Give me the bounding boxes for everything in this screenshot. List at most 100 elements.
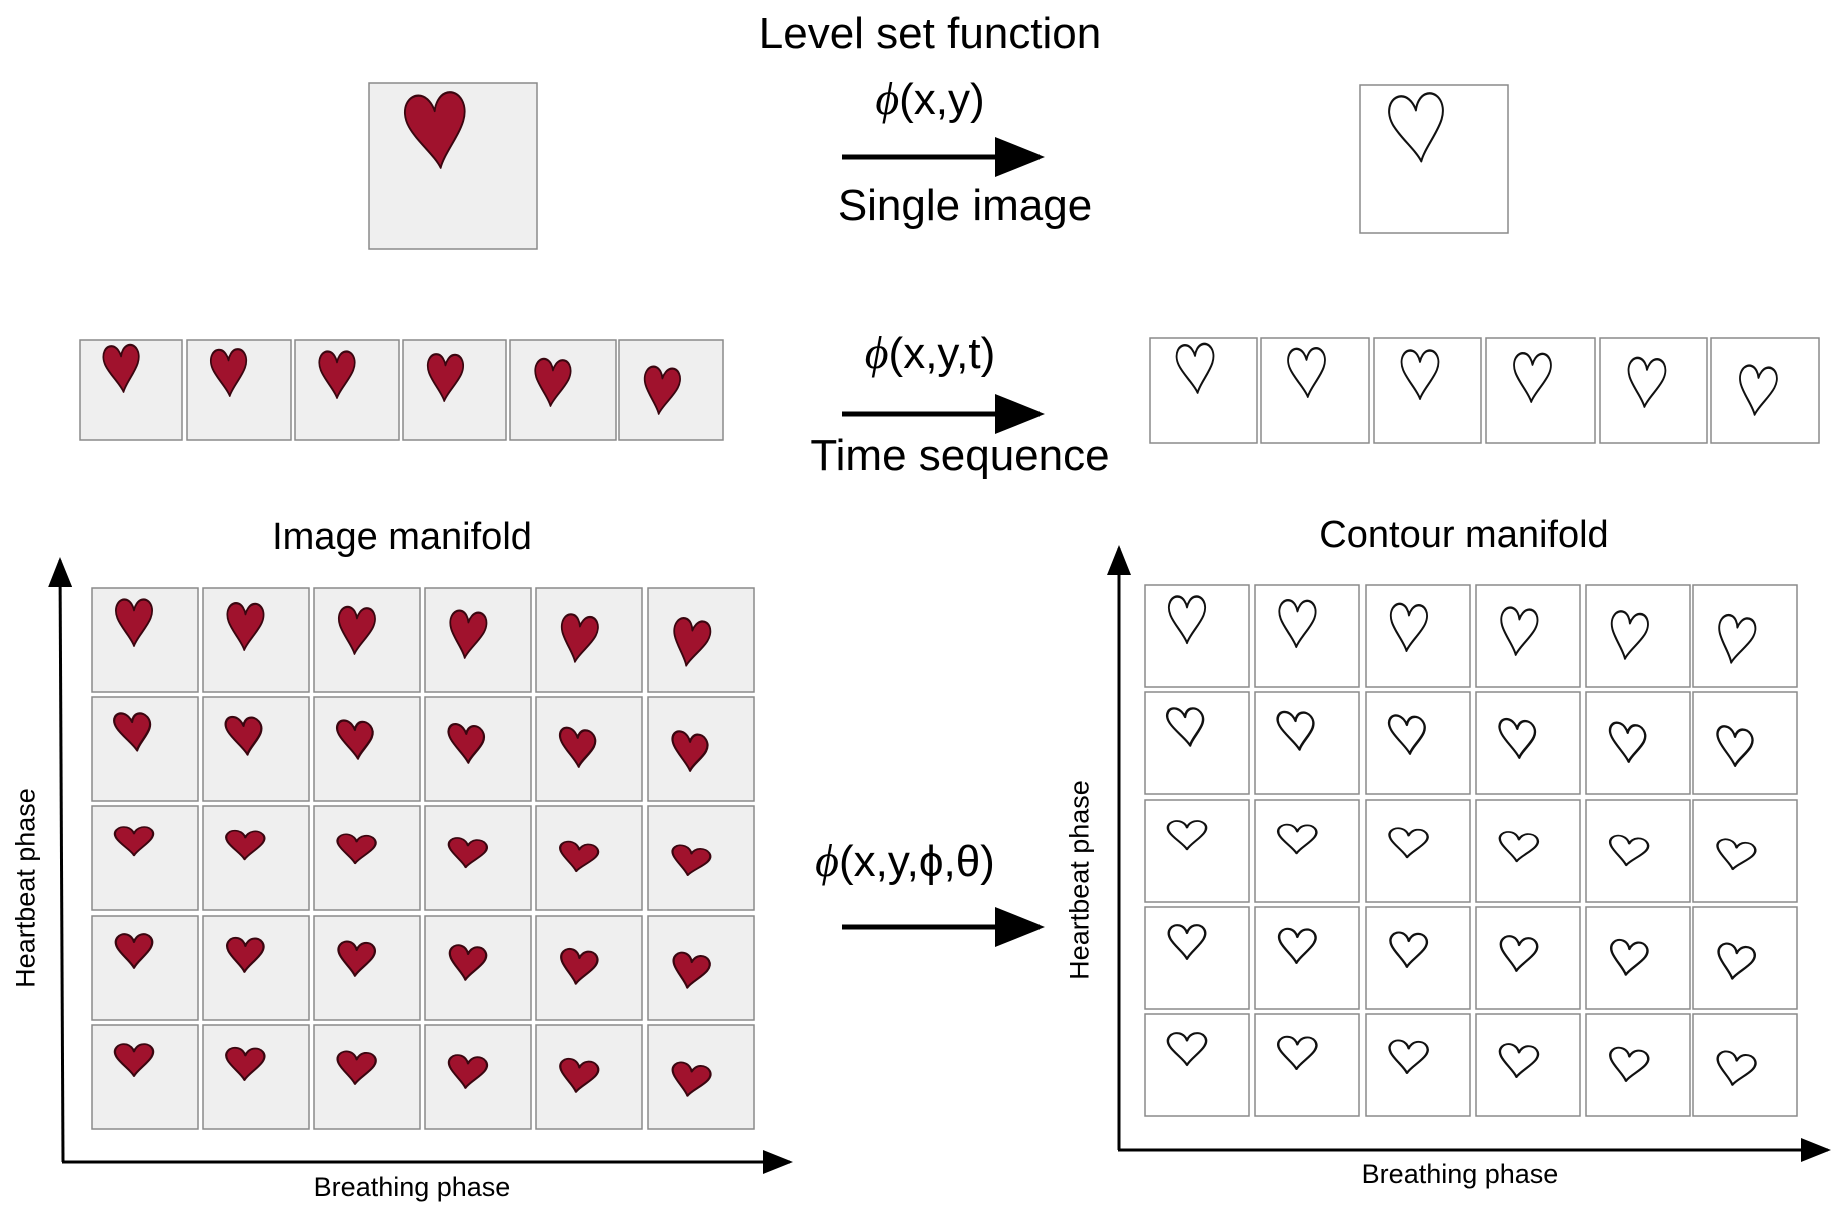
phi-symbol-time: ϕ — [864, 327, 889, 378]
time-image-tile — [402, 339, 507, 441]
tile-frame — [313, 696, 421, 802]
contour-manifold-cell — [1475, 799, 1581, 903]
tile-frame — [313, 587, 421, 693]
contour-manifold-cell — [1585, 799, 1691, 903]
tile-frame — [1254, 1013, 1360, 1117]
time-image-tile — [509, 339, 617, 441]
level-set-title: Level set function — [758, 9, 1102, 58]
time-image-tile — [618, 339, 724, 441]
image-manifold-cell — [535, 587, 643, 693]
single-image-label: Single image — [837, 181, 1093, 230]
tile-frame — [1365, 1013, 1471, 1117]
image-manifold-cell — [91, 587, 199, 693]
heart-filled-icon — [560, 947, 599, 985]
time-contour-tile — [1260, 337, 1370, 444]
heart-filled-icon — [113, 712, 152, 752]
time-formula-args: (x,y,t) — [888, 329, 996, 378]
tile-frame — [1475, 1013, 1581, 1117]
image-manifold-cell — [424, 587, 532, 693]
heart-filled-icon — [225, 829, 266, 861]
time-image-tile — [79, 339, 183, 441]
image-manifold-cell — [424, 805, 532, 911]
tile-frame — [1144, 799, 1250, 903]
heart-filled-icon — [426, 353, 465, 402]
heart-filled-icon — [672, 951, 711, 989]
contour-manifold-cell — [1692, 1013, 1798, 1117]
image-manifold-cell — [535, 696, 643, 802]
image-manifold-cell — [202, 587, 310, 693]
contour-manifold-cell — [1475, 584, 1581, 688]
time-contour-tile — [1485, 337, 1596, 444]
heart-outline-icon — [1608, 721, 1647, 763]
tile-frame — [1365, 906, 1471, 1010]
heart-outline-icon — [1716, 838, 1757, 871]
heart-outline-icon — [1609, 834, 1650, 867]
heart-filled-icon — [337, 940, 376, 977]
heart-outline-icon — [1500, 606, 1539, 656]
contour-manifold-cell — [1365, 799, 1471, 903]
image-manifold-cell — [202, 1024, 310, 1130]
tile-frame — [1254, 799, 1360, 903]
image-manifold-cell — [647, 805, 755, 911]
image-manifold-cell — [535, 915, 643, 1021]
heart-outline-icon — [1716, 1050, 1757, 1086]
image-manifold-cell — [202, 696, 310, 802]
heart-filled-icon — [673, 617, 712, 667]
image-manifold-cell — [91, 915, 199, 1021]
tile-frame — [1373, 337, 1482, 444]
contour-manifold-cell — [1475, 691, 1581, 795]
tile-frame — [202, 805, 310, 911]
image-manifold-cell — [202, 915, 310, 1021]
heart-filled-icon — [643, 365, 681, 415]
contour-manifold-cell — [1365, 691, 1471, 795]
image-manifold-cell — [424, 696, 532, 802]
heart-filled-icon — [318, 350, 356, 399]
tile-frame — [1260, 337, 1370, 444]
tiles-layer — [79, 82, 1820, 1130]
time-contour-tile — [1373, 337, 1482, 444]
tile-frame — [1144, 584, 1250, 688]
contour-manifold-cell — [1692, 906, 1798, 1010]
heart-outline-icon — [1388, 1039, 1429, 1074]
contour-manifold-cell — [1144, 906, 1250, 1010]
contour-manifold-cell — [1254, 906, 1360, 1010]
heart-filled-icon — [447, 1054, 489, 1089]
image-x-axis-label: Breathing phase — [313, 1172, 511, 1202]
contour-manifold-cell — [1254, 799, 1360, 903]
heart-filled-icon — [671, 844, 712, 876]
contour-manifold-cell — [1144, 584, 1250, 688]
heart-outline-icon — [1627, 356, 1667, 408]
heart-outline-icon — [1739, 364, 1778, 416]
tile-frame — [1585, 691, 1691, 795]
single-image-tile — [368, 82, 538, 250]
heart-filled-icon — [338, 605, 376, 655]
heart-outline-icon — [1610, 938, 1649, 976]
contour-manifold-cell — [1692, 799, 1798, 903]
heart-filled-icon — [671, 1061, 712, 1097]
contour-manifold-cell — [1692, 584, 1798, 688]
image-manifold-cell — [424, 1024, 532, 1130]
contour-manifold-cell — [1475, 906, 1581, 1010]
image-manifold-cell — [313, 915, 421, 1021]
heart-filled-icon — [404, 91, 466, 169]
tile-frame — [1585, 584, 1691, 688]
tile-frame — [1585, 799, 1691, 903]
image-manifold-cell — [313, 1024, 421, 1130]
heart-filled-icon — [447, 723, 485, 764]
heart-outline-icon — [1388, 92, 1444, 163]
heart-filled-icon — [558, 726, 597, 768]
heart-outline-icon — [1276, 710, 1315, 751]
heart-filled-icon — [224, 715, 263, 756]
contour-manifold-cell — [1585, 1013, 1691, 1117]
heart-outline-icon — [1277, 927, 1317, 964]
tile-frame — [91, 915, 199, 1021]
contour-manifold-cell — [1144, 691, 1250, 795]
image-manifold-cell — [202, 805, 310, 911]
tile-frame — [1475, 691, 1581, 795]
tile-frame — [1254, 691, 1360, 795]
contour-manifold-cell — [1365, 1013, 1471, 1117]
contour-manifold-cell — [1585, 906, 1691, 1010]
tile-frame — [1692, 584, 1798, 688]
contour-manifold-title: Contour manifold — [1319, 514, 1609, 556]
